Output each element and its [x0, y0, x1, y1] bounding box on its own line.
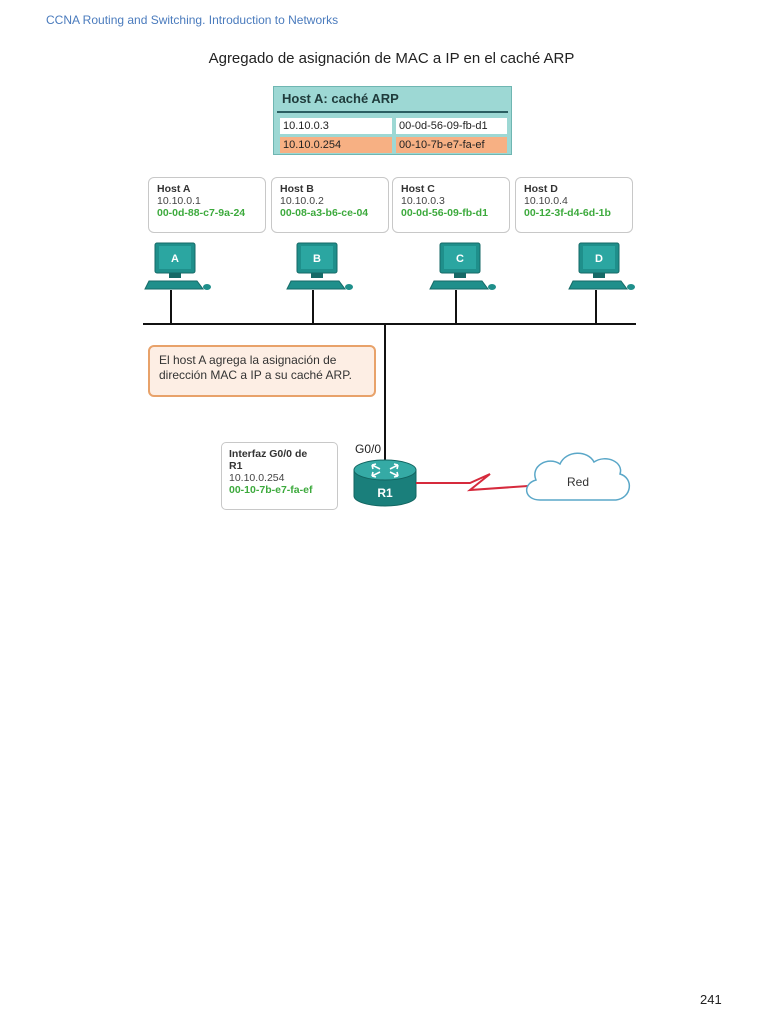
- host-ip: 10.10.0.2: [280, 195, 324, 207]
- host-mac: 00-12-3f-d4-6d-1b: [524, 207, 611, 219]
- interface-ip: 10.10.0.254: [229, 472, 285, 484]
- arp-mac-cell: 00-0d-56-09-fb-d1: [396, 118, 507, 134]
- wan-link: [416, 473, 529, 492]
- pc-c-icon: C: [429, 242, 497, 291]
- host-b-card: Host B 10.10.0.2 00-08-a3-b6-ce-04: [271, 177, 389, 233]
- host-name: Host C: [401, 183, 435, 195]
- pc-letter: A: [171, 253, 179, 265]
- cloud-label: Red: [567, 475, 589, 489]
- page-number: 241: [700, 992, 722, 1007]
- router-r1-icon: R1: [353, 459, 417, 507]
- arp-cache-title: Host A: caché ARP: [282, 91, 399, 106]
- info-callout: El host A agrega la asignación de direcc…: [148, 345, 376, 397]
- interface-mac: 00-10-7b-e7-fa-ef: [229, 484, 313, 496]
- arp-cache-row-highlighted: 10.10.0.254 00-10-7b-e7-fa-ef: [280, 137, 507, 153]
- host-ip: 10.10.0.4: [524, 195, 568, 207]
- host-mac: 00-08-a3-b6-ce-04: [280, 207, 369, 219]
- pc-d-icon: D: [568, 242, 636, 291]
- pc-b-icon: B: [286, 242, 354, 291]
- host-ip: 10.10.0.1: [157, 195, 201, 207]
- pc-letter: B: [313, 253, 321, 265]
- arp-cache-row: 10.10.0.3 00-0d-56-09-fb-d1: [280, 118, 507, 134]
- host-name: Host A: [157, 183, 191, 195]
- interface-title: R1: [229, 460, 243, 472]
- router-interface-label: G0/0: [355, 442, 382, 456]
- host-name: Host B: [280, 183, 314, 195]
- arp-ip-cell: 10.10.0.3: [280, 118, 392, 134]
- arp-cache-table: Host A: caché ARP 10.10.0.3 00-0d-56-09-…: [273, 86, 512, 155]
- router-interface-card: Interfaz G0/0 de R1 10.10.0.254 00-10-7b…: [221, 442, 338, 510]
- host-d-card: Host D 10.10.0.4 00-12-3f-d4-6d-1b: [515, 177, 633, 233]
- pc-letter: D: [595, 253, 603, 265]
- callout-line: El host A agrega la asignación de: [159, 353, 337, 367]
- arp-mac-cell: 00-10-7b-e7-fa-ef: [396, 137, 507, 153]
- arp-cache-divider: [277, 111, 508, 113]
- host-c-card: Host C 10.10.0.3 00-0d-56-09-fb-d1: [392, 177, 510, 233]
- host-mac: 00-0d-56-09-fb-d1: [401, 207, 488, 219]
- arp-ip-cell: 10.10.0.254: [280, 137, 392, 153]
- pc-a-icon: A: [144, 242, 212, 291]
- pc-letter: C: [456, 253, 464, 265]
- page-header: CCNA Routing and Switching. Introduction…: [46, 13, 339, 27]
- callout-line: dirección MAC a IP a su caché ARP.: [159, 368, 352, 382]
- figure-title: Agregado de asignación de MAC a IP en el…: [208, 50, 575, 67]
- router-name: R1: [377, 486, 393, 500]
- host-a-card: Host A 10.10.0.1 00-0d-88-c7-9a-24: [148, 177, 266, 233]
- network-cloud-icon: Red: [526, 452, 630, 501]
- host-ip: 10.10.0.3: [401, 195, 445, 207]
- interface-title: Interfaz G0/0 de: [229, 448, 308, 460]
- host-name: Host D: [524, 183, 558, 195]
- host-mac: 00-0d-88-c7-9a-24: [157, 207, 246, 219]
